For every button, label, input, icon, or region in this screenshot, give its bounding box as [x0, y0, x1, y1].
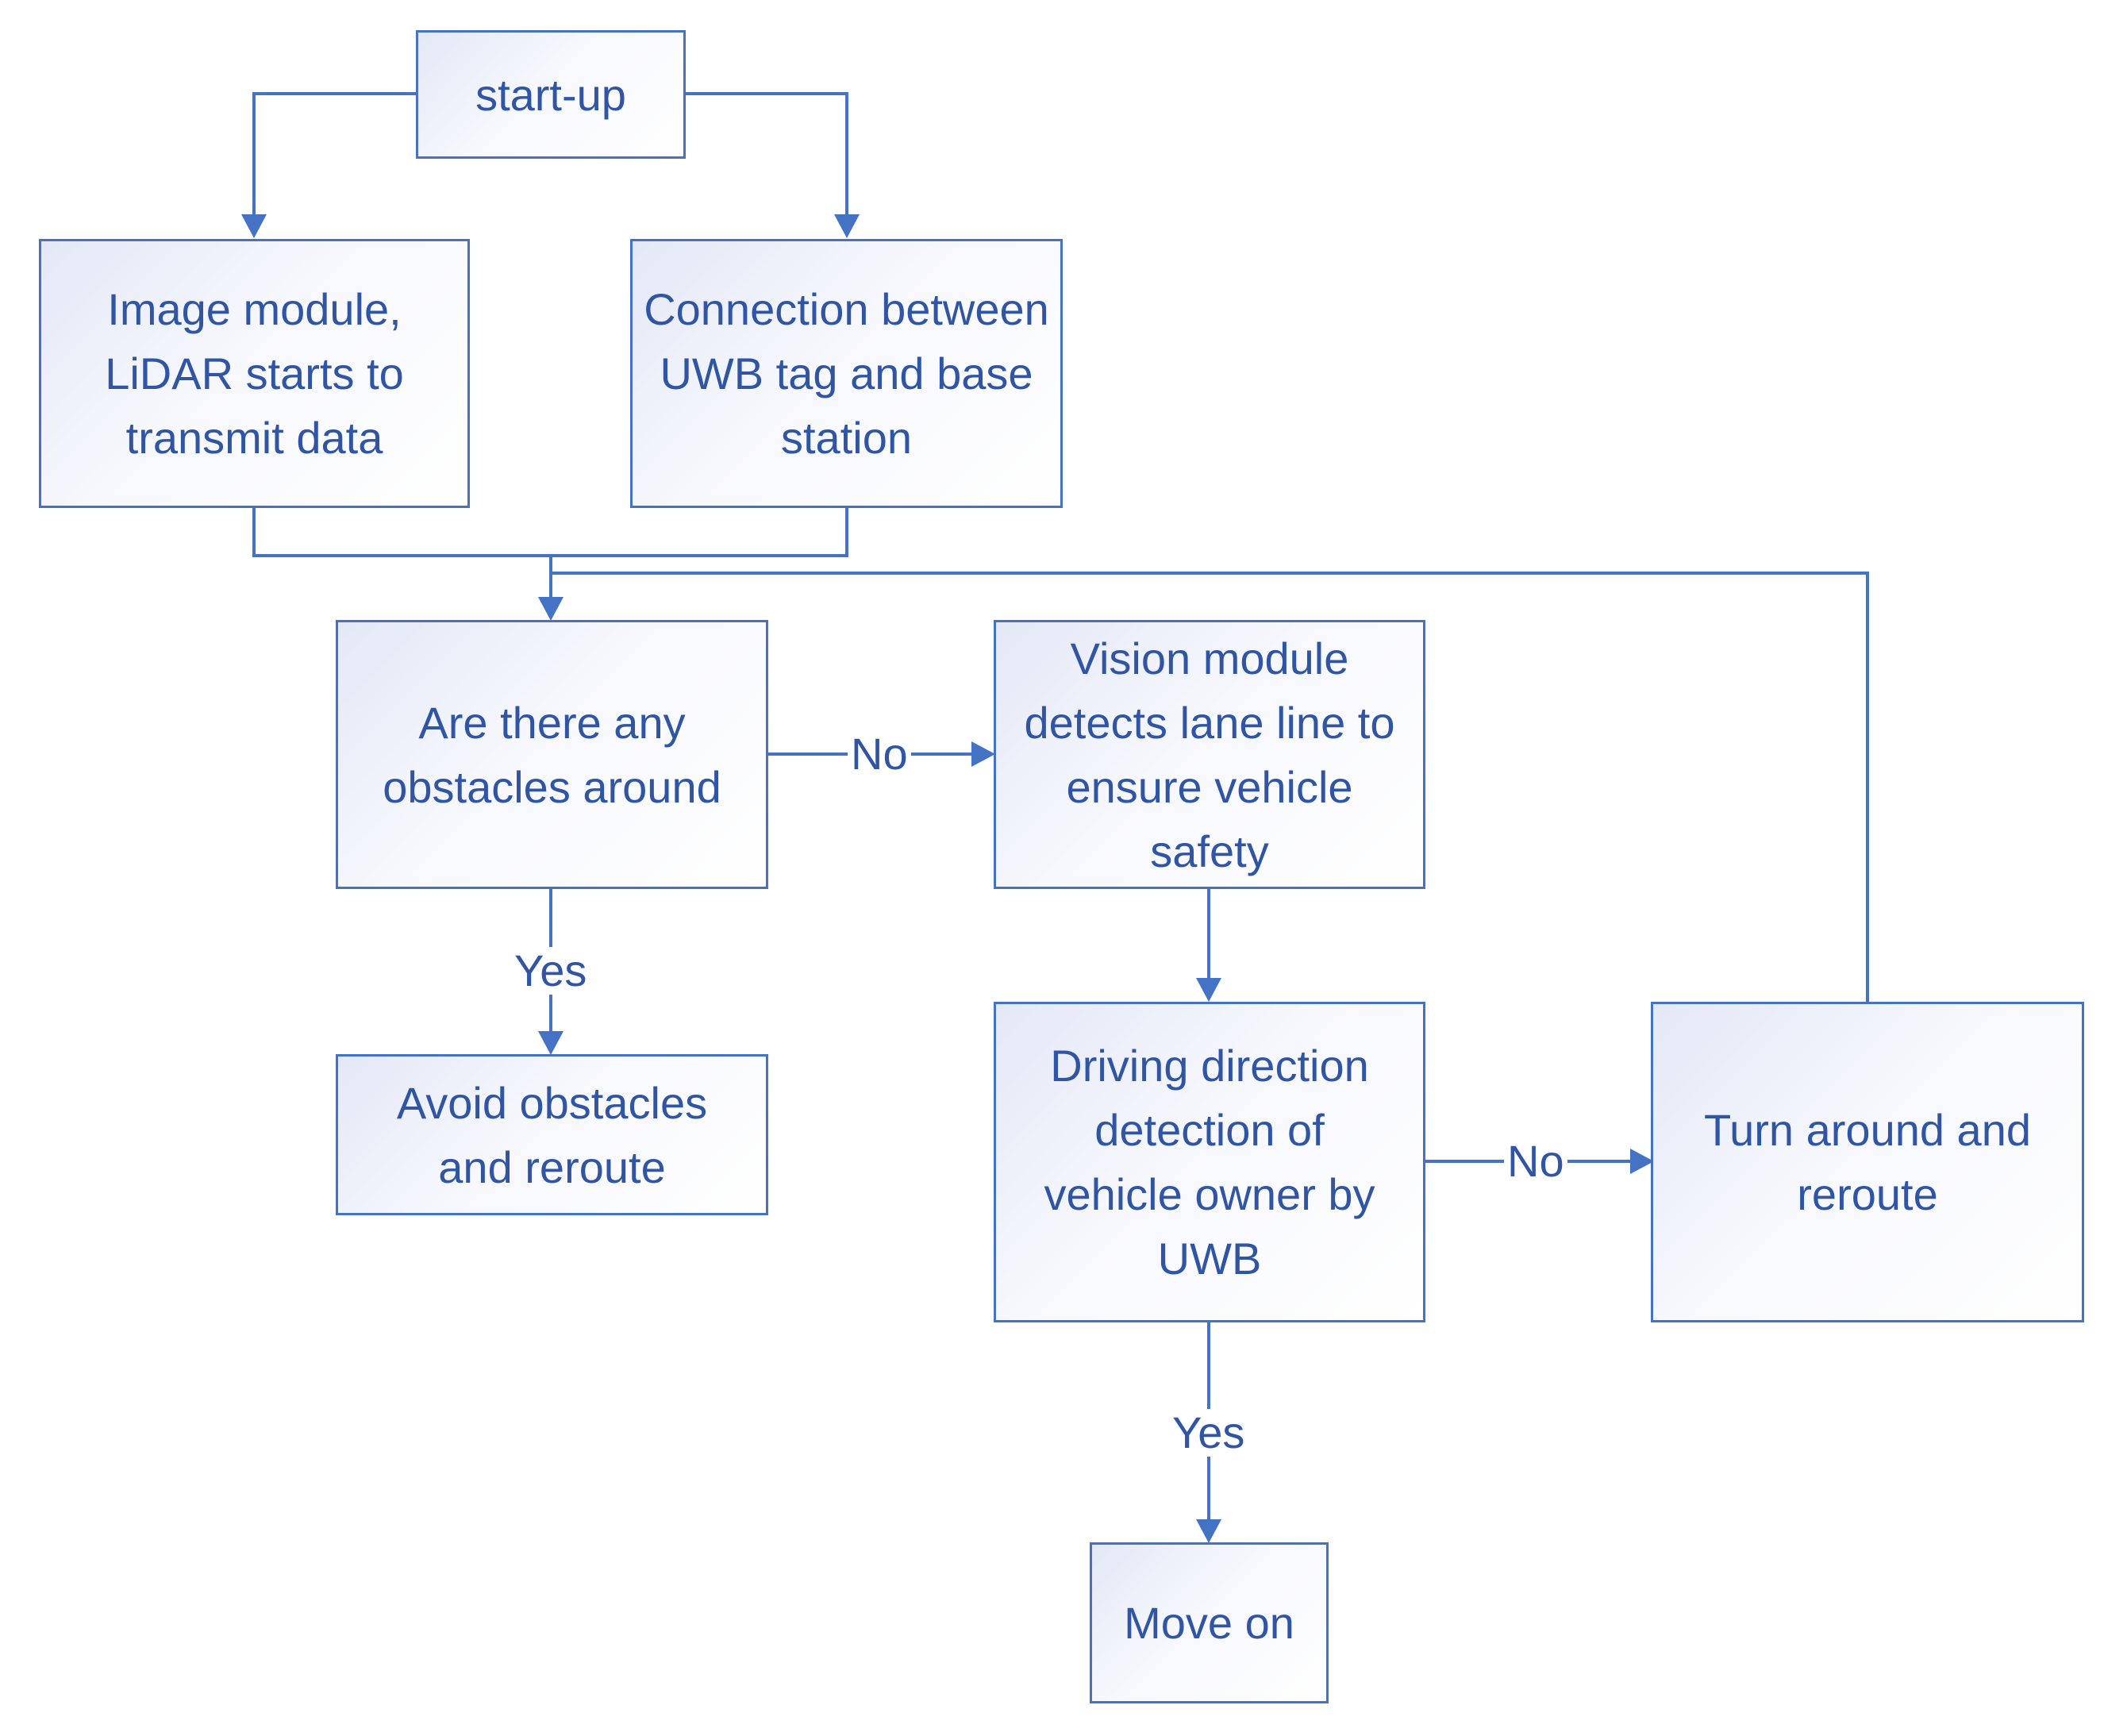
- image-module-label: Image module, LiDAR starts to transmit d…: [105, 284, 404, 463]
- obstacle-check-box: Are there any obstacles around: [336, 620, 768, 889]
- edge-turn-loop-back: [551, 572, 1869, 1002]
- arrowhead-icon: [538, 597, 563, 621]
- direction-no-label: No: [1504, 1137, 1567, 1185]
- arrowhead-icon: [1196, 978, 1221, 1002]
- image-module-box: Image module, LiDAR starts to transmit d…: [39, 239, 470, 508]
- uwb-connection-label: Connection between UWB tag and base stat…: [644, 284, 1049, 463]
- vision-module-box: Vision module detects lane line to ensur…: [994, 620, 1425, 889]
- edge-image-merge: [252, 508, 848, 557]
- arrowhead-icon: [971, 741, 995, 767]
- edge-start-to-uwb: [686, 92, 848, 235]
- obstacle-no-label: No: [848, 730, 911, 778]
- arrowhead-icon: [1630, 1149, 1654, 1174]
- turn-around-label: Turn around and reroute: [1704, 1105, 2031, 1219]
- arrowhead-icon: [1196, 1519, 1221, 1543]
- move-on-label: Move on: [1124, 1598, 1294, 1648]
- direction-check-box: Driving direction detection of vehicle o…: [994, 1002, 1425, 1322]
- uwb-connection-box: Connection between UWB tag and base stat…: [630, 239, 1063, 508]
- arrowheads: [241, 214, 1654, 1543]
- turn-around-box: Turn around and reroute: [1651, 1002, 2084, 1322]
- start-up-box: start-up: [416, 30, 686, 159]
- obstacle-yes-label: Yes: [511, 947, 590, 995]
- arrowhead-icon: [538, 1031, 563, 1055]
- vision-module-label: Vision module detects lane line to ensur…: [1024, 633, 1395, 876]
- move-on-box: Move on: [1090, 1542, 1329, 1703]
- edge-start-to-image: [252, 92, 416, 235]
- arrowhead-icon: [834, 214, 860, 238]
- direction-yes-label: Yes: [1169, 1409, 1248, 1457]
- direction-check-label: Driving direction detection of vehicle o…: [1044, 1041, 1375, 1284]
- avoid-obstacles-label: Avoid obstacles and reroute: [396, 1077, 708, 1192]
- arrowhead-icon: [241, 214, 267, 238]
- obstacle-check-label: Are there any obstacles around: [383, 697, 721, 812]
- start-up-label: start-up: [475, 69, 626, 120]
- avoid-obstacles-box: Avoid obstacles and reroute: [336, 1054, 768, 1215]
